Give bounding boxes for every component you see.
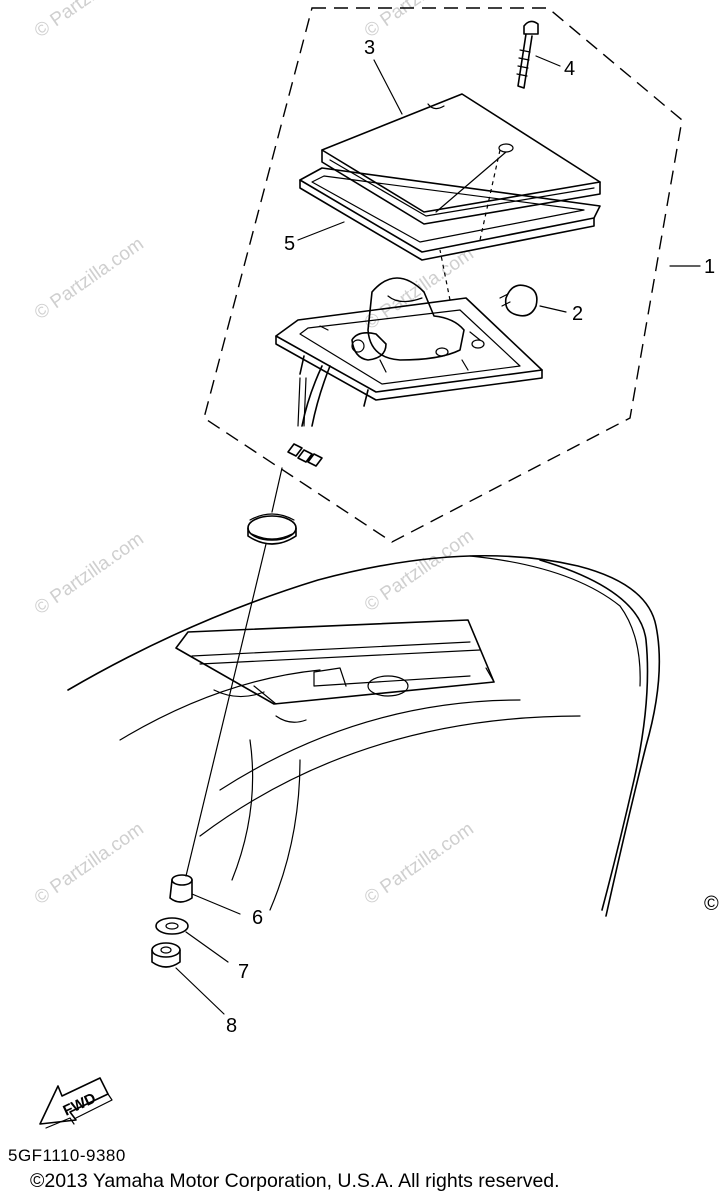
callout-6: 6 [252, 907, 263, 929]
nut [151, 942, 181, 968]
leader-line [535, 55, 561, 67]
lid-gasket [299, 167, 601, 261]
grommet-axis [271, 467, 283, 513]
bulb [499, 284, 538, 317]
callout-7: 7 [238, 961, 249, 983]
screw [516, 20, 539, 89]
callout-8: 8 [226, 1015, 237, 1037]
callout-1: 1 [704, 256, 715, 278]
watermark: © Partzilla.com [31, 233, 148, 324]
wire-harness [287, 365, 331, 467]
leader-line [185, 931, 229, 963]
fwd-arrow-icon: FWD [39, 1077, 113, 1129]
leader-line [539, 305, 567, 313]
edge-copyright-symbol: © [704, 893, 719, 915]
watermark: © Partzilla.com [361, 818, 478, 909]
grommet [247, 513, 297, 545]
callout-5: 5 [284, 233, 295, 255]
watermark: © Partzilla.com [361, 525, 478, 616]
watermark: © Partzilla.com [31, 528, 148, 619]
diagram-code: 5GF1110-9380 [8, 1146, 126, 1165]
callout-4: 4 [564, 58, 575, 80]
watermark: © Partzilla.com [361, 0, 478, 42]
leader-line [297, 221, 345, 241]
leader-line [373, 59, 403, 115]
leader-line [191, 893, 241, 915]
washer [155, 917, 189, 935]
callout-3: 3 [364, 37, 375, 59]
watermarks: © Partzilla.com © Partzilla.com © Partzi… [31, 0, 478, 909]
watermark: © Partzilla.com [361, 243, 478, 334]
vessel-deck [67, 554, 661, 917]
watermark: © Partzilla.com [31, 818, 148, 909]
meter-lid [321, 93, 601, 225]
meter-housing [275, 249, 543, 407]
leader-line [175, 967, 225, 1015]
grommet-axis [185, 543, 267, 877]
collar [169, 874, 193, 903]
copyright-notice: ©2013 Yamaha Motor Corporation, U.S.A. A… [30, 1170, 560, 1192]
callout-2: 2 [572, 303, 583, 325]
assembly-boundary [203, 7, 683, 543]
watermark: © Partzilla.com [31, 0, 148, 42]
